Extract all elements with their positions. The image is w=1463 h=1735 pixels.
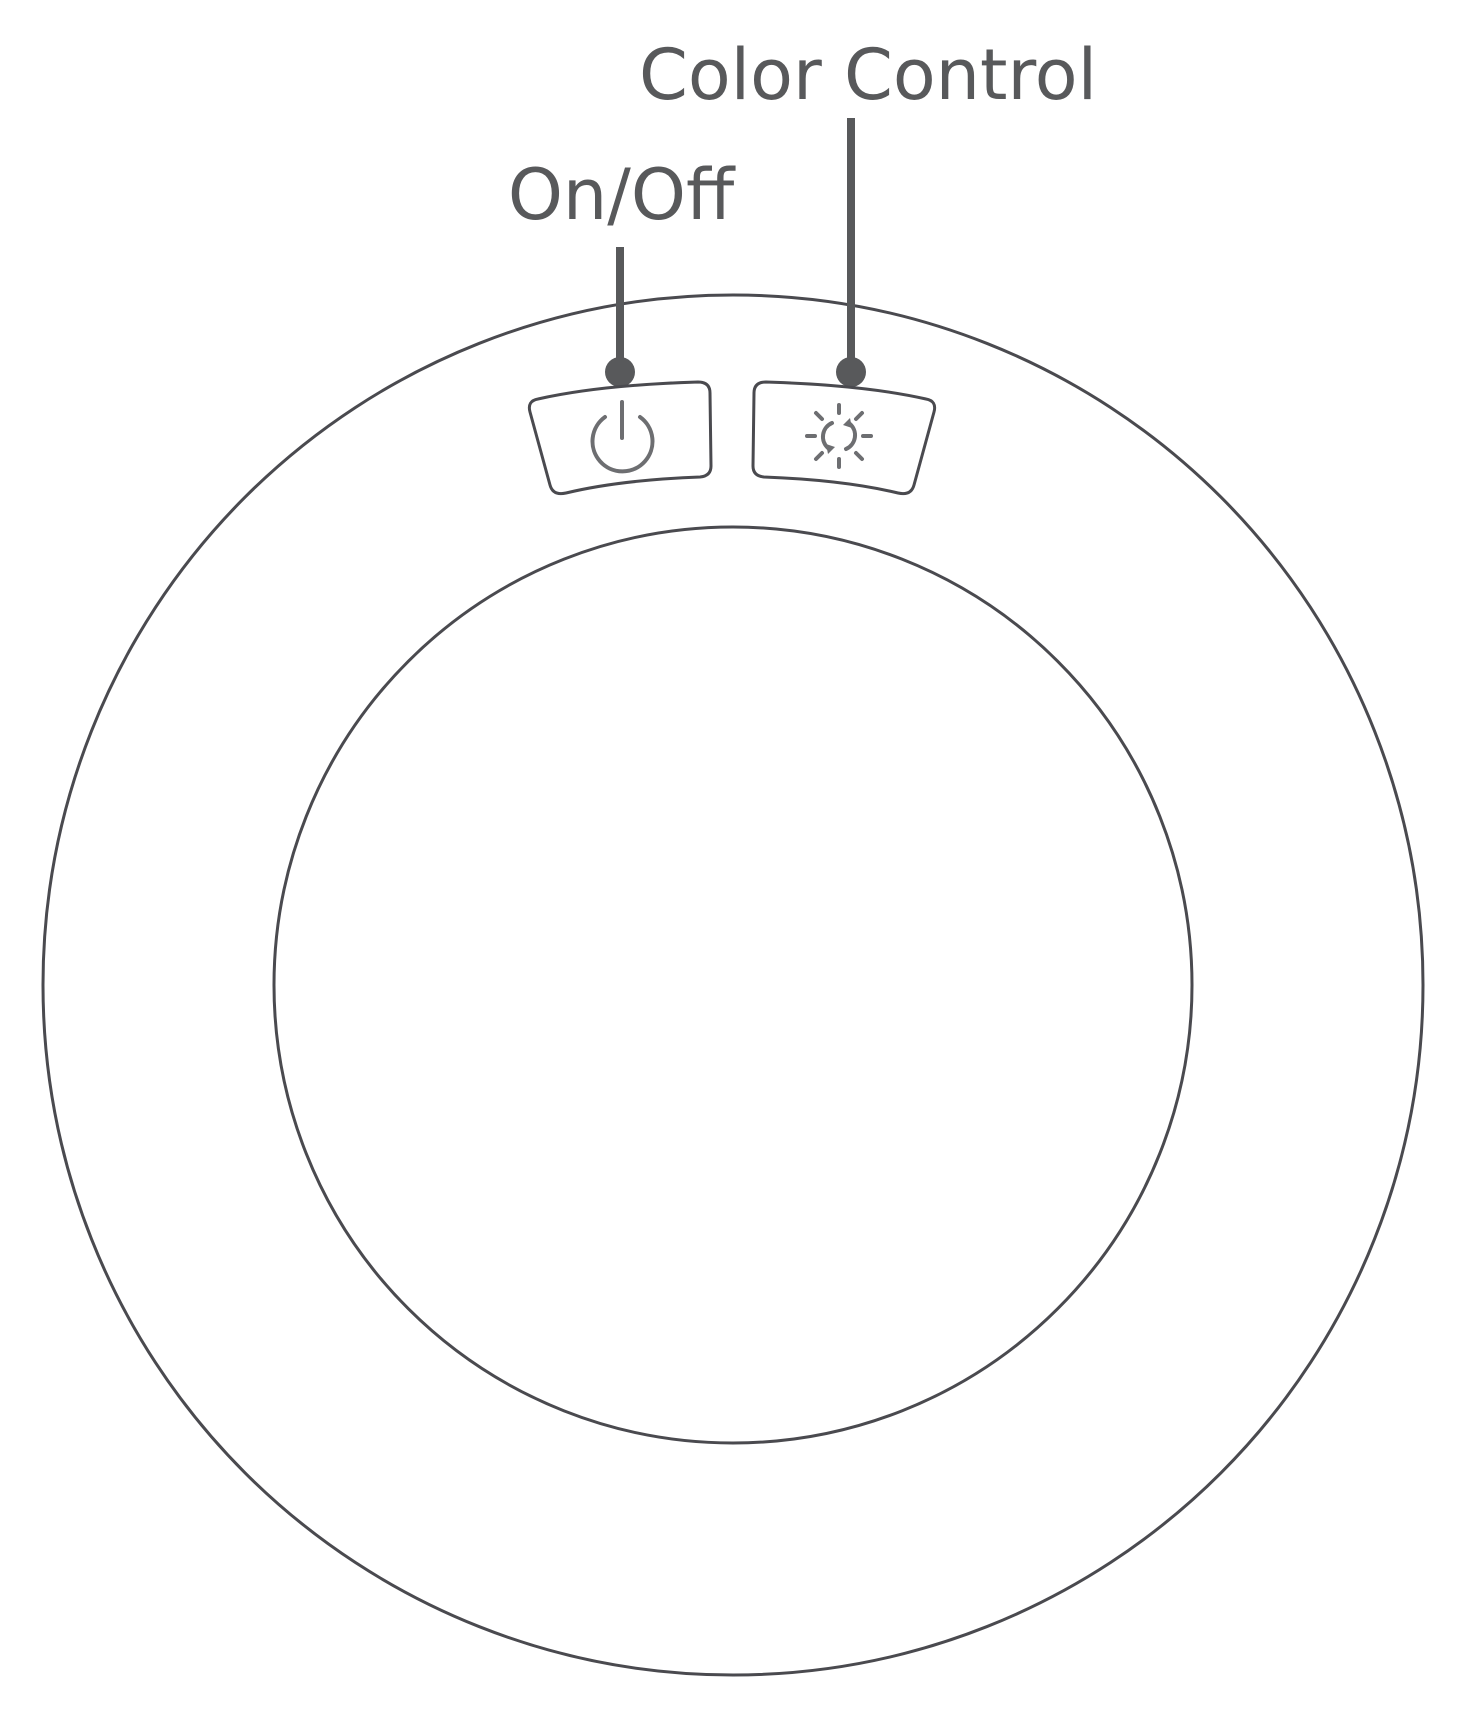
label-on-off: On/Off [508, 154, 736, 236]
outer-ring [41, 293, 1425, 1677]
label-color-control: Color Control [639, 34, 1097, 116]
leader-color-control [836, 118, 866, 387]
leader-on-off [605, 247, 635, 387]
inner-disc [272, 525, 1194, 1445]
power-icon [590, 400, 655, 474]
color-control-button[interactable] [751, 380, 937, 496]
power-button[interactable] [527, 380, 713, 496]
sun-cycle-icon [805, 403, 873, 469]
